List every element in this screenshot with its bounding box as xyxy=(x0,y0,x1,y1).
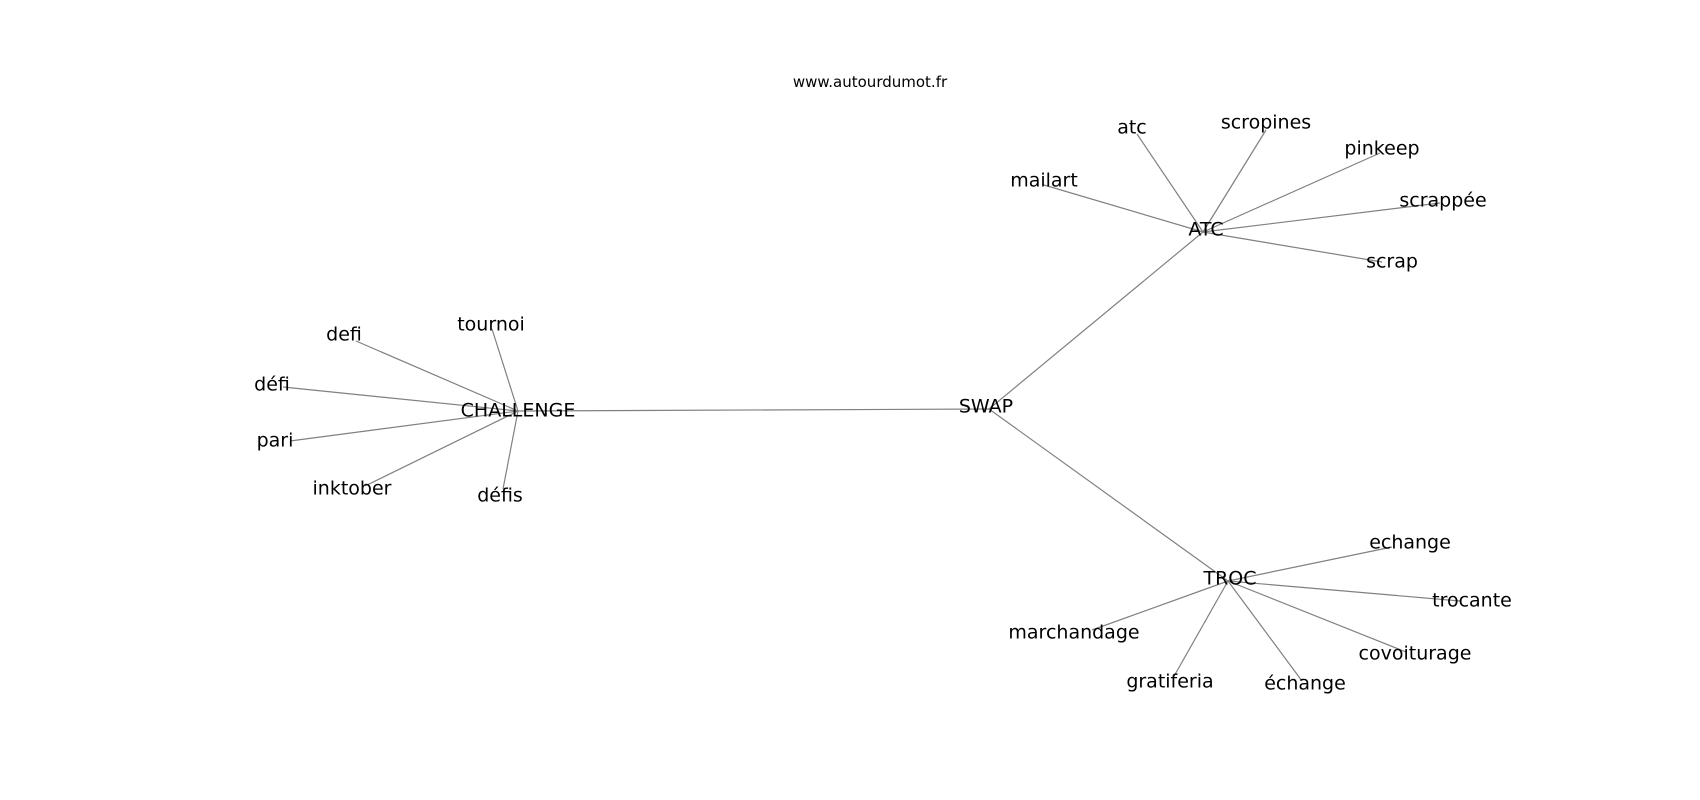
edge-challenge-defi1 xyxy=(355,340,519,412)
edge-troc-marchandage xyxy=(1091,580,1229,631)
node-label-atc: ATC xyxy=(1188,219,1223,241)
edge-layer xyxy=(282,129,1461,682)
node-label-scrap: scrap xyxy=(1366,251,1418,273)
node-label-covoiturage: covoiturage xyxy=(1359,643,1472,665)
edge-challenge-tournoi xyxy=(491,328,519,412)
watermark-text: www.autourdumot.fr xyxy=(793,73,948,91)
node-label-trocante: trocante xyxy=(1432,590,1512,612)
edge-atc-atc_leaf xyxy=(1136,133,1204,233)
edge-swap-atc xyxy=(988,231,1204,410)
node-label-mailart: mailart xyxy=(1010,170,1078,192)
node-label-defi1: defi xyxy=(326,324,362,346)
edge-swap-challenge xyxy=(517,408,990,412)
edge-troc-gratiferia xyxy=(1172,580,1229,679)
edge-swap-troc xyxy=(988,408,1229,582)
edge-atc-pinkeep xyxy=(1202,152,1381,233)
edge-atc-scrappee xyxy=(1202,202,1441,233)
node-label-troc: TROC xyxy=(1202,568,1256,590)
node-label-gratiferia: gratiferia xyxy=(1126,671,1213,693)
node-label-pinkeep: pinkeep xyxy=(1344,138,1419,160)
node-label-echange1: echange xyxy=(1369,532,1451,554)
node-label-challenge: CHALLENGE xyxy=(461,400,576,422)
node-label-scrappee: scrappée xyxy=(1399,190,1486,212)
edge-atc-scropines xyxy=(1202,129,1267,233)
edge-troc-echange1 xyxy=(1227,546,1393,582)
node-label-tournoi: tournoi xyxy=(457,314,525,336)
node-label-scropines: scropines xyxy=(1221,112,1311,134)
node-label-inktober: inktober xyxy=(313,478,392,500)
node-label-atc-leaf: atc xyxy=(1117,117,1147,139)
node-label-marchandage: marchandage xyxy=(1008,622,1139,644)
node-label-defi2: défi xyxy=(254,374,290,396)
node-layer: SWAP CHALLENGE ATC TROC defi tournoi défi pari i… xyxy=(254,112,1512,695)
edge-atc-scrap xyxy=(1202,231,1383,263)
edge-troc-trocante xyxy=(1227,580,1461,602)
edge-troc-covoiturage xyxy=(1227,580,1407,653)
edge-challenge-inktober xyxy=(364,410,519,487)
edge-atc-mailart xyxy=(1043,184,1204,233)
edge-challenge-pari xyxy=(289,410,519,442)
edge-challenge-defi2 xyxy=(282,386,519,412)
node-label-pari: pari xyxy=(257,430,294,452)
node-label-swap: SWAP xyxy=(959,396,1013,418)
edge-troc-echange2 xyxy=(1227,580,1303,682)
node-label-echange2: échange xyxy=(1264,673,1346,695)
node-label-defis: défis xyxy=(477,485,523,507)
edge-challenge-defis xyxy=(502,410,519,490)
